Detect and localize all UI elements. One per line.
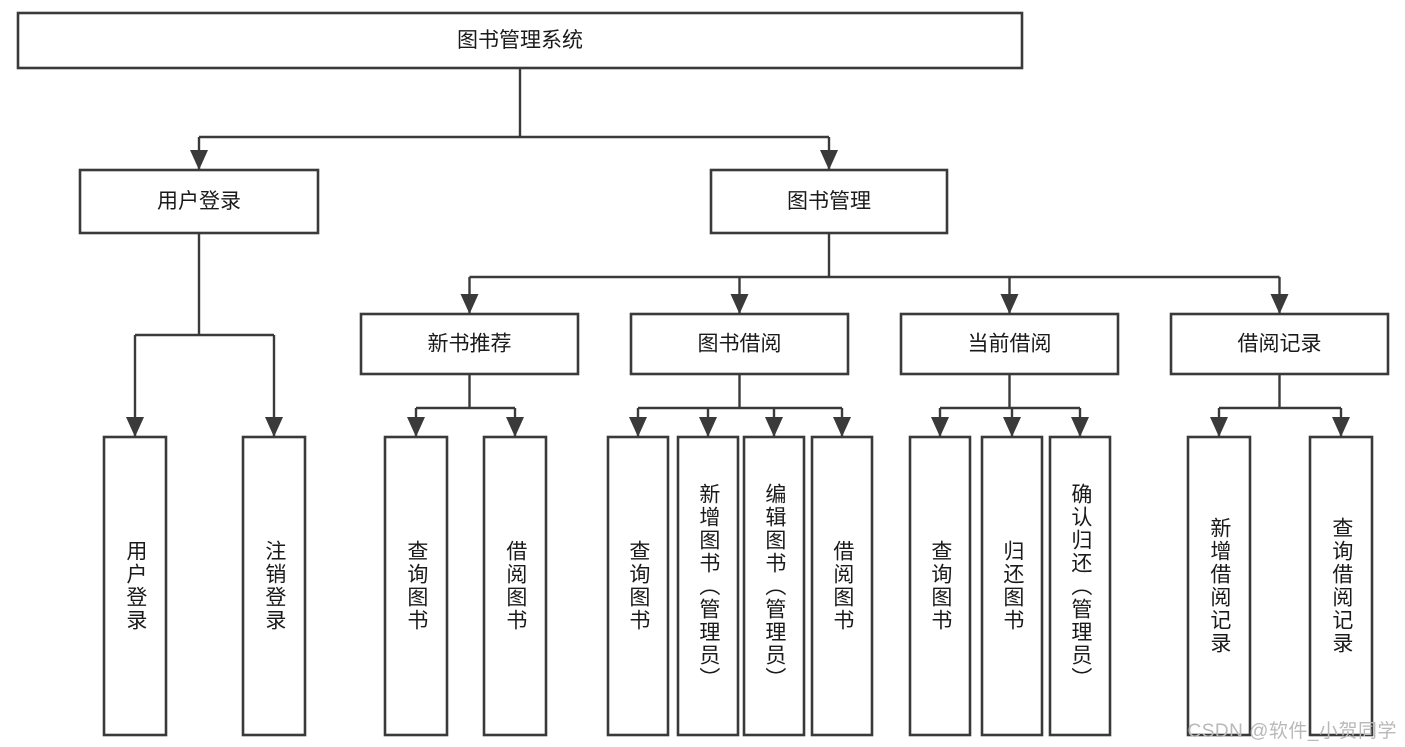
node-leaf-5[interactable]: [676, 435, 740, 737]
node-leaf-8[interactable]: [908, 435, 972, 737]
watermark-text: CSDN @软件_小贺同学: [1187, 721, 1397, 742]
node-level3-label-3: 借阅记录: [1238, 333, 1322, 356]
arrow-head-icon: [833, 417, 851, 437]
arrow-head-icon: [407, 417, 425, 437]
node-leaf-10[interactable]: [1048, 435, 1112, 737]
arrow-head-icon: [629, 417, 647, 437]
node-level3-label-1: 图书借阅: [698, 333, 782, 356]
node-leaf-12[interactable]: [1308, 435, 1374, 737]
arrow-head-icon: [1071, 417, 1089, 437]
node-level3-0[interactable]: [359, 312, 580, 376]
node-leaf-11[interactable]: [1186, 435, 1252, 737]
node-leaf-1[interactable]: [241, 435, 307, 737]
node-level2-label-0: 用户登录: [157, 190, 241, 213]
arrow-head-icon: [1000, 294, 1019, 314]
node-root-label: 图书管理系统: [457, 29, 583, 52]
arrow-head-icon: [126, 417, 144, 437]
arrow-head-icon: [1332, 417, 1350, 437]
node-level3-label-2: 当前借阅: [968, 333, 1052, 356]
node-root-图书管理系统[interactable]: [16, 11, 1024, 70]
node-leaf-0[interactable]: [102, 435, 168, 737]
arrow-head-icon: [506, 417, 524, 437]
node-level2-label-1: 图书管理: [787, 190, 871, 213]
node-leaf-4[interactable]: [606, 435, 670, 737]
arrow-head-icon: [1003, 417, 1021, 437]
edges-layer: [126, 68, 1350, 437]
arrow-head-icon: [1270, 294, 1289, 314]
node-level3-2[interactable]: [899, 312, 1120, 376]
arrow-head-icon: [460, 294, 479, 314]
node-leaf-3[interactable]: [482, 435, 548, 737]
node-leaf-7[interactable]: [810, 435, 874, 737]
node-level3-1[interactable]: [629, 312, 850, 376]
node-level3-3[interactable]: [1169, 312, 1390, 376]
arrow-head-icon: [699, 417, 717, 437]
node-level2-1[interactable]: [709, 168, 949, 235]
node-leaf-6[interactable]: [742, 435, 806, 737]
arrow-head-icon: [730, 294, 749, 314]
node-leaf-9[interactable]: [980, 435, 1044, 737]
arrow-head-icon: [765, 417, 783, 437]
boxes-layer: [16, 11, 1390, 737]
node-leaf-2[interactable]: [383, 435, 449, 737]
arrow-head-icon: [265, 417, 283, 437]
node-level3-label-0: 新书推荐: [428, 333, 512, 356]
node-level2-0[interactable]: [78, 168, 320, 235]
arrow-head-icon: [1210, 417, 1228, 437]
arrow-head-icon: [190, 150, 208, 170]
arrow-head-icon: [931, 417, 949, 437]
arrow-head-icon: [820, 150, 838, 170]
